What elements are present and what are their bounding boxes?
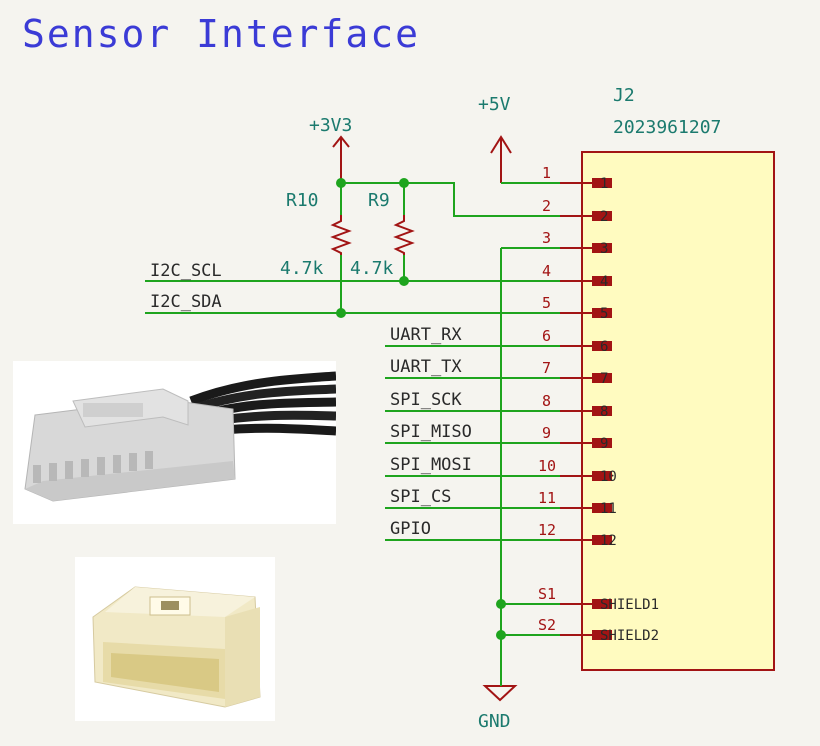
pin-number: 1 [542, 164, 551, 182]
pin-number: 4 [542, 262, 551, 280]
net-label-uart-rx: UART_RX [390, 325, 462, 345]
pin-name: SHIELD1 [600, 597, 659, 613]
pin-name: 3 [600, 241, 608, 257]
power-3v3-label: +3V3 [309, 115, 352, 136]
resistor-r10-symbol [330, 215, 352, 255]
net-label-spi-cs: SPI_CS [390, 487, 451, 507]
gnd-symbol [482, 685, 518, 702]
cable-connector-image [13, 361, 337, 524]
resistor-r10-ref: R10 [286, 190, 319, 211]
sheet-title: Sensor Interface [22, 12, 420, 56]
pin-number: 12 [538, 521, 556, 539]
net-label-spi-mosi: SPI_MOSI [390, 455, 472, 475]
resistor-r9-ref: R9 [368, 190, 390, 211]
pin-number: 10 [538, 457, 556, 475]
pin-name: 11 [600, 501, 617, 517]
net-label-spi-miso: SPI_MISO [390, 422, 472, 442]
pin-number: 6 [542, 327, 551, 345]
connector-j2-body [581, 151, 775, 671]
pin-number: S1 [538, 585, 556, 603]
pin-name: 2 [600, 209, 608, 225]
connector-j2-part: 2023961207 [613, 117, 721, 138]
pin-name: 7 [600, 371, 608, 387]
pin-name: 10 [600, 469, 617, 485]
net-label-i2c-scl: I2C_SCL [150, 261, 222, 281]
gnd-label: GND [478, 711, 511, 732]
net-label-gpio: GPIO [390, 519, 431, 539]
pin-number: 7 [542, 359, 551, 377]
junction-dot [399, 276, 409, 286]
resistor-r10-value: 4.7k [280, 258, 324, 279]
pin-name: 9 [600, 436, 608, 452]
pin-number: 9 [542, 424, 551, 442]
pin-name: SHIELD2 [600, 628, 659, 644]
net-label-uart-tx: UART_TX [390, 357, 462, 377]
pin-name: 6 [600, 339, 608, 355]
pin-number: 3 [542, 229, 551, 247]
header-connector-photo [75, 557, 275, 721]
pin-name: 8 [600, 404, 608, 420]
power-5v-symbol [490, 135, 512, 183]
pin-number: 2 [542, 197, 551, 215]
junction-dot [399, 178, 409, 188]
cable-connector-photo [13, 361, 337, 524]
net-label-i2c-sda: I2C_SDA [150, 292, 222, 312]
junction-dot [496, 599, 506, 609]
pin-name: 1 [600, 176, 608, 192]
pin-number: 11 [538, 489, 556, 507]
pin-number: 5 [542, 294, 551, 312]
pin-number: 8 [542, 392, 551, 410]
pin-number: S2 [538, 616, 556, 634]
connector-j2-pins [560, 178, 612, 640]
junction-dot [336, 178, 346, 188]
pin-name: 12 [600, 533, 617, 549]
pin-name: 5 [600, 306, 608, 322]
power-3v3-symbol [332, 135, 350, 183]
net-label-spi-sck: SPI_SCK [390, 390, 462, 410]
junction-dot [496, 630, 506, 640]
connector-j2-ref: J2 [613, 85, 635, 106]
resistor-r9-value: 4.7k [350, 258, 394, 279]
pin-name: 4 [600, 274, 608, 290]
resistor-r9-symbol [393, 215, 415, 255]
header-connector-image [75, 557, 275, 721]
junction-dot [336, 308, 346, 318]
power-5v-label: +5V [478, 94, 511, 115]
